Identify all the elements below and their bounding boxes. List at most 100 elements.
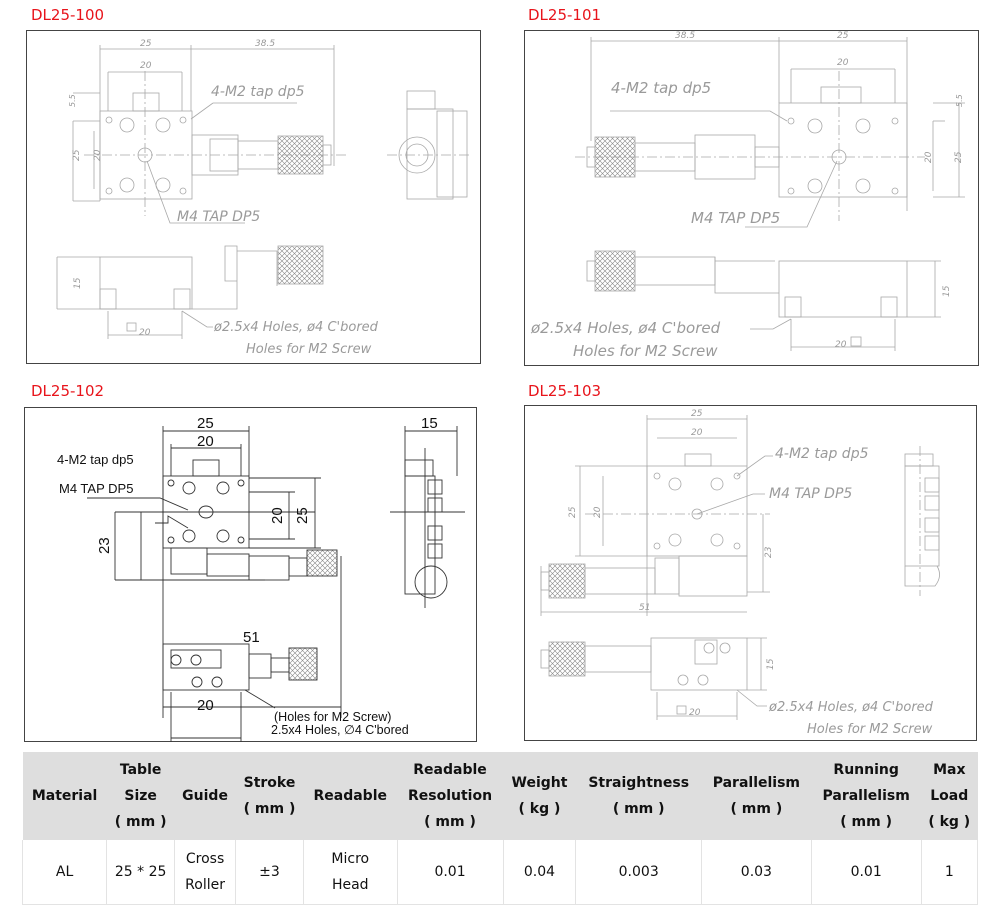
column-header: Straightness ( mm ) <box>575 752 702 840</box>
dim-20-bottom: 20 <box>139 328 151 338</box>
dim-20: 20 <box>837 58 849 68</box>
model-label-dl25-100: DL25-100 <box>31 6 105 24</box>
cell-text: ( mm ) <box>243 801 296 817</box>
column-header: Weight ( kg ) <box>503 752 576 840</box>
table-cell: 0.03 <box>701 840 812 905</box>
model-label-dl25-103: DL25-103 <box>528 382 602 400</box>
cell-text: Load <box>930 788 969 804</box>
cell-text: Parallelism <box>822 788 910 804</box>
table-cell: AL <box>21 840 108 905</box>
cell-text: 0.03 <box>740 864 772 880</box>
dim-25: 25 <box>691 409 703 419</box>
cell-text: Guide <box>182 788 228 804</box>
cell-text: ( mm ) <box>114 814 167 830</box>
cell-text: ( kg ) <box>928 814 971 830</box>
cell-text: ( kg ) <box>518 801 561 817</box>
dim-20-v: 20 <box>924 151 934 163</box>
dim-20: 20 <box>197 433 214 450</box>
cell-text: Resolution <box>407 788 493 804</box>
dim-20: 20 <box>140 61 152 71</box>
cell-text: Micro <box>331 851 370 867</box>
note-m2-screw: (Holes for M2 Screw) <box>274 710 391 724</box>
table-cell: 25 * 25 <box>106 840 176 905</box>
cell-text: ±3 <box>259 864 280 880</box>
dim-25-v: 25 <box>954 151 964 163</box>
note-m4-tap: M4 TAP DP5 <box>769 486 852 502</box>
cell-text: Weight <box>511 775 568 791</box>
note-holes: 2.5x4 Holes, ∅4 C'bored <box>271 723 409 737</box>
cell-text: Straightness <box>588 775 690 791</box>
table-cell: 0.003 <box>575 840 702 905</box>
cell-text: Readable <box>313 788 387 804</box>
dim-20-bottom: 20 <box>197 697 214 714</box>
dim-51: 51 <box>243 629 260 646</box>
note-m4-tap: M4 TAP DP5 <box>59 481 133 496</box>
drawing-dl25-101: 38.5 25 20 4-M2 tap dp5 5.5 20 25 M4 TAP… <box>524 30 979 366</box>
note-m2-tap: 4-M2 tap dp5 <box>611 79 711 97</box>
dim-23: 23 <box>96 537 113 554</box>
cell-text: ( mm ) <box>424 814 476 830</box>
note-m2-screw: Holes for M2 Screw <box>246 342 372 357</box>
dim-20-bottom: 20 <box>689 708 701 718</box>
dim-51: 51 <box>639 603 650 613</box>
column-header: Material <box>22 752 107 840</box>
model-label-dl25-101: DL25-101 <box>528 6 602 24</box>
cell-text: 1 <box>944 864 954 880</box>
drawing-dl25-100: 25 38.5 20 5.5 25 20 4-M2 tap dp5 M4 TAP… <box>26 30 481 364</box>
dim-25: 25 <box>140 39 152 49</box>
dim-5.5: 5.5 <box>955 94 964 107</box>
column-header: Readable <box>303 752 398 840</box>
cell-text: Running <box>833 762 899 778</box>
table-cell: 1 <box>921 840 979 905</box>
cell-text: ( mm ) <box>730 801 783 817</box>
note-m2-screw: Holes for M2 Screw <box>573 342 718 360</box>
cell-text: Material <box>31 788 98 804</box>
cell-text: Size <box>124 788 157 804</box>
cell-text: Head <box>331 877 369 893</box>
dim-5.5: 5.5 <box>68 94 77 107</box>
dim-15: 15 <box>766 658 776 670</box>
dim-25-v: 25 <box>294 507 311 524</box>
column-header: Parallelism( mm ) <box>701 752 812 840</box>
note-holes: ø2.5x4 Holes, ø4 C'bored <box>768 700 934 715</box>
cell-text: 0.003 <box>618 864 659 880</box>
cell-text: Table <box>119 762 162 778</box>
note-m4-tap: M4 TAP DP5 <box>177 209 260 225</box>
model-label-dl25-102: DL25-102 <box>31 382 105 400</box>
dim-20-v: 20 <box>269 507 286 524</box>
dim-23: 23 <box>764 546 774 558</box>
table-cell: ±3 <box>235 840 304 905</box>
table-cell: 0.01 <box>811 840 922 905</box>
note-m4-tap: M4 TAP DP5 <box>691 209 780 227</box>
dim-20: 20 <box>691 428 703 438</box>
cell-text: 0.01 <box>850 864 882 880</box>
cell-text: ( mm ) <box>840 814 893 830</box>
dim-38.5: 38.5 <box>675 31 695 41</box>
drawing-dl25-103: 25 20 4-M2 tap dp5 M4 TAP DP5 25 20 23 5… <box>524 405 977 741</box>
cell-text: 0.04 <box>523 864 556 880</box>
dim-25-v: 25 <box>72 149 82 161</box>
table-cell: 0.01 <box>397 840 504 905</box>
note-holes: ø2.5x4 Holes, ø4 C'bored <box>213 320 379 335</box>
dim-25: 25 <box>197 415 214 432</box>
dim-25: 25 <box>837 31 849 41</box>
column-header: Stroke( mm ) <box>235 752 304 840</box>
cell-text: Max <box>933 762 966 778</box>
dim-15: 15 <box>421 415 438 432</box>
cell-text: Cross <box>185 851 225 867</box>
cell-text: ( mm ) <box>612 801 665 817</box>
dim-38.5: 38.5 <box>255 39 275 49</box>
dim-25-v: 25 <box>568 506 578 518</box>
dim-20-v: 20 <box>93 149 103 161</box>
note-holes: ø2.5x4 Holes, ø4 C'bored <box>530 319 721 337</box>
note-m2-screw: Holes for M2 Screw <box>807 722 933 737</box>
